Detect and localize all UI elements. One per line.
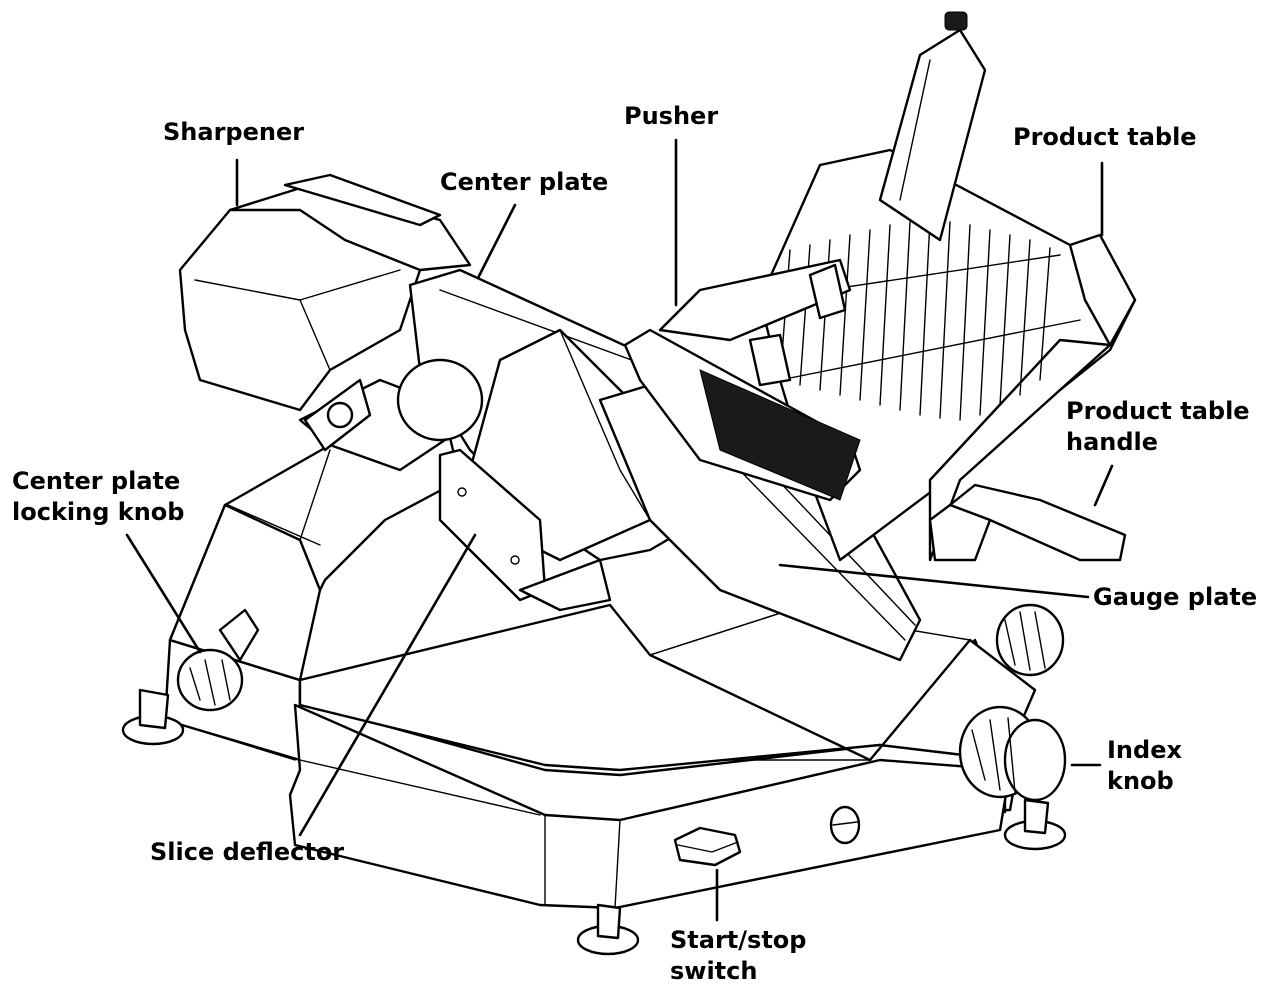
start-stop-switch	[673, 826, 742, 867]
slice-deflector	[438, 448, 612, 612]
label-slice-deflector-text: Slice deflector	[150, 838, 345, 866]
label-start-stop-switch: Start/stop switch	[670, 925, 806, 987]
label-gauge-plate-text: Gauge plate	[1093, 583, 1258, 611]
label-pusher: Pusher	[624, 101, 718, 132]
label-center-plate-locking-knob-line1: Center plate	[12, 467, 181, 495]
gauge-knob	[995, 603, 1065, 677]
label-index-knob-line1: Index	[1107, 736, 1182, 764]
label-product-table-text: Product table	[1013, 123, 1197, 151]
slicer-feet	[121, 688, 1067, 956]
label-index-knob-line2: knob	[1107, 767, 1174, 795]
slicer-base	[163, 603, 1037, 910]
label-center-plate: Center plate	[440, 167, 608, 198]
label-start-stop-switch-line1: Start/stop	[670, 926, 807, 954]
label-index-knob: Index knob	[1107, 735, 1182, 797]
leader-gauge-plate	[778, 563, 1090, 599]
leader-slice-deflector	[298, 533, 477, 837]
leader-center-plate	[476, 203, 517, 280]
label-product-table-handle-line2: handle	[1066, 428, 1159, 456]
label-gauge-plate: Gauge plate	[1093, 582, 1257, 613]
label-slice-deflector: Slice deflector	[150, 837, 344, 868]
label-product-table-handle: Product table handle	[1066, 396, 1250, 458]
label-center-plate-locking-knob-line2: locking knob	[12, 498, 185, 526]
index-knob	[958, 705, 1067, 802]
label-start-stop-switch-line2: switch	[670, 957, 758, 985]
label-pusher-text: Pusher	[624, 102, 719, 130]
label-sharpener: Sharpener	[163, 117, 304, 148]
screw-head	[829, 805, 861, 845]
label-sharpener-text: Sharpener	[163, 118, 305, 146]
leader-center-plate-locking-knob	[125, 533, 202, 654]
leader-lines	[125, 138, 1114, 922]
product-table-ribs	[779, 219, 1051, 421]
label-center-plate-locking-knob: Center plate locking knob	[12, 466, 184, 528]
label-product-table: Product table	[1013, 122, 1197, 153]
label-center-plate-text: Center plate	[440, 168, 609, 196]
pusher	[623, 11, 987, 502]
center-plate-locking-knob	[176, 608, 260, 712]
leader-product-table-handle	[1093, 464, 1114, 507]
product-table-handle	[928, 483, 1127, 562]
label-product-table-handle-line1: Product table	[1066, 397, 1250, 425]
sharpener	[178, 173, 472, 412]
